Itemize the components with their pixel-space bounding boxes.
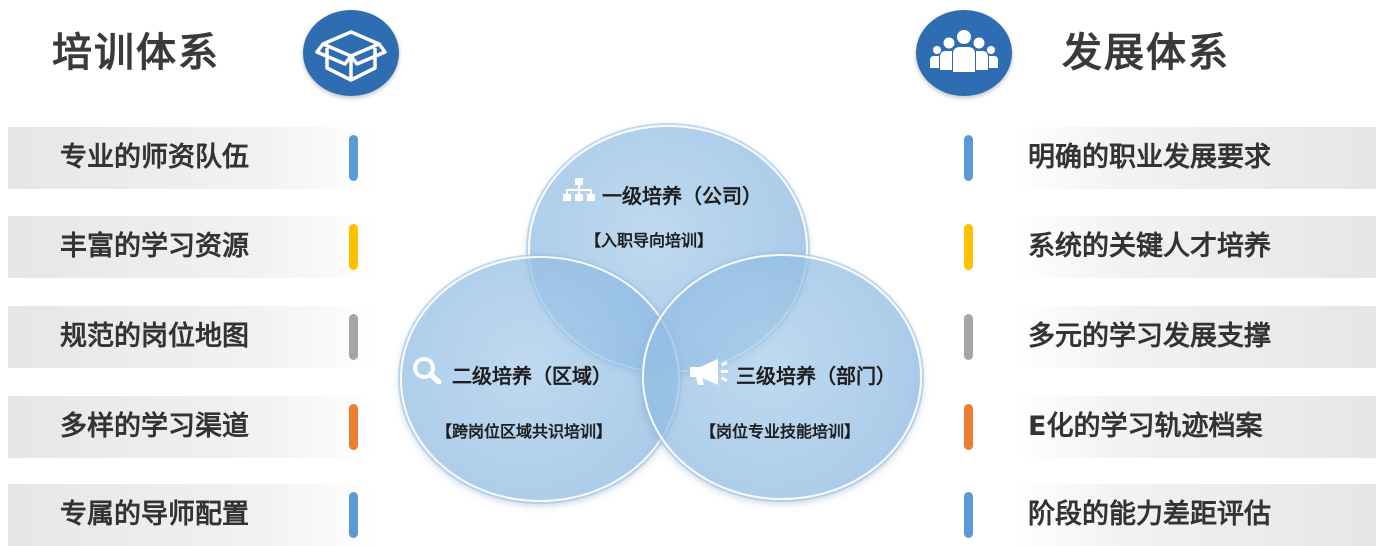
- left-item: 专业的师资队伍: [8, 127, 374, 189]
- venn-circle-right: [642, 254, 922, 500]
- left-item-label: 专业的师资队伍: [60, 142, 249, 173]
- accent-bar: [349, 314, 358, 360]
- megaphone-icon: [690, 359, 728, 385]
- venn-top-title: 一级培养（公司）: [602, 184, 762, 208]
- right-item: 阶段的能力差距评估: [964, 484, 1376, 546]
- accent-bar: [964, 135, 973, 181]
- right-item-label: 系统的关键人才培养: [1028, 231, 1271, 262]
- venn-right-subtitle: 【岗位专业技能培训】: [700, 422, 861, 441]
- accent-bar: [964, 314, 973, 360]
- right-item: 系统的关键人才培养: [964, 216, 1376, 278]
- left-item: 丰富的学习资源: [8, 216, 374, 278]
- right-item-label: E化的学习轨迹档案: [1028, 411, 1263, 442]
- left-item: 规范的岗位地图: [8, 306, 374, 368]
- right-item-label: 多元的学习发展支撑: [1028, 321, 1271, 352]
- search-icon: [413, 357, 442, 384]
- right-item-label: 明确的职业发展要求: [1028, 142, 1271, 173]
- accent-bar: [964, 492, 973, 538]
- accent-bar: [964, 404, 973, 450]
- accent-bar: [349, 492, 358, 538]
- right-item: 多元的学习发展支撑: [964, 306, 1376, 368]
- left-item-label: 专属的导师配置: [60, 499, 249, 530]
- right-item-label: 阶段的能力差距评估: [1028, 499, 1271, 530]
- venn-top-subtitle: 【入职导向培训】: [585, 231, 714, 250]
- venn-circle-left: [400, 256, 680, 502]
- box-icon: [315, 30, 387, 82]
- left-item-label: 丰富的学习资源: [60, 231, 249, 262]
- venn-left-title: 二级培养（区域）: [452, 364, 612, 388]
- left-panel-title: 培训体系: [52, 30, 220, 76]
- venn-left-subtitle: 【跨岗位区域共识培训】: [436, 422, 613, 441]
- right-item: E化的学习轨迹档案: [964, 396, 1376, 458]
- left-item-label: 多样的学习渠道: [60, 411, 249, 442]
- left-item: 专属的导师配置: [8, 484, 374, 546]
- accent-bar: [349, 135, 358, 181]
- accent-bar: [349, 224, 358, 270]
- people-badge: [916, 10, 1012, 96]
- accent-bar: [349, 404, 358, 450]
- left-item-label: 规范的岗位地图: [60, 321, 249, 352]
- box-badge: [303, 10, 399, 96]
- right-item: 明确的职业发展要求: [964, 127, 1376, 189]
- people-group-icon: [930, 30, 998, 72]
- venn-right-title: 三级培养（部门）: [736, 364, 896, 388]
- accent-bar: [964, 224, 973, 270]
- org-chart-icon: [563, 178, 595, 201]
- right-panel-title: 发展体系: [1062, 30, 1230, 76]
- left-item: 多样的学习渠道: [8, 396, 374, 458]
